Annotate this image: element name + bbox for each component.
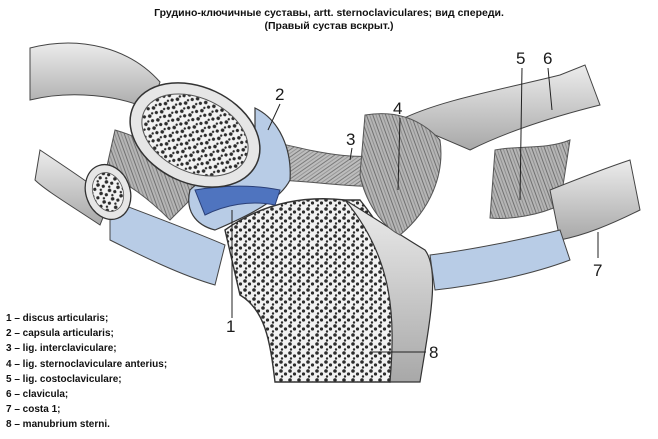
legend-item: 2 – capsula articularis; <box>6 328 114 340</box>
callout-3: 3 <box>346 130 355 161</box>
svg-text:3: 3 <box>346 130 355 149</box>
callout-7: 7 <box>593 232 602 280</box>
legend-item: 6 – clavicula; <box>6 389 69 401</box>
svg-text:6: 6 <box>543 49 552 68</box>
callout-4: 4 <box>393 99 402 191</box>
callout-8: 8 <box>372 343 438 362</box>
figure-subtitle: (Правый сустав вскрыт.) <box>264 20 394 32</box>
callout-5: 5 <box>516 49 525 201</box>
right-costal-cartilage <box>429 229 571 291</box>
svg-text:1: 1 <box>226 317 235 336</box>
svg-text:7: 7 <box>593 261 602 280</box>
legend-item: 1 – discus articularis; <box>6 313 109 324</box>
legend-item: 7 – costa 1; <box>6 404 61 416</box>
right-rib <box>549 159 641 241</box>
legend-item: 3 – lig. interclaviculare; <box>6 343 117 355</box>
svg-text:8: 8 <box>429 343 438 362</box>
callout-6: 6 <box>543 49 553 111</box>
callout-1: 1 <box>226 210 235 336</box>
clavicle-spongy-bone <box>141 93 249 177</box>
rib-spongy-bone <box>91 172 125 212</box>
callout-2: 2 <box>267 85 284 131</box>
anterior-sternoclavicular-ligament <box>359 113 442 236</box>
legend-item: 4 – lig. sternoclaviculare anterius; <box>6 358 168 370</box>
svg-text:5: 5 <box>516 49 525 68</box>
left-costal-cartilage <box>109 199 226 286</box>
legend: 1 – discus articularis; 2 – capsula arti… <box>6 311 167 433</box>
figure-title: Грудино-ключичные суставы, artt. sternoc… <box>154 7 504 19</box>
legend-item: 5 – lig. costoclaviculare; <box>6 373 122 385</box>
svg-text:4: 4 <box>393 99 402 118</box>
svg-text:2: 2 <box>275 85 284 104</box>
legend-item: 8 – manubrium sterni. <box>6 419 110 431</box>
